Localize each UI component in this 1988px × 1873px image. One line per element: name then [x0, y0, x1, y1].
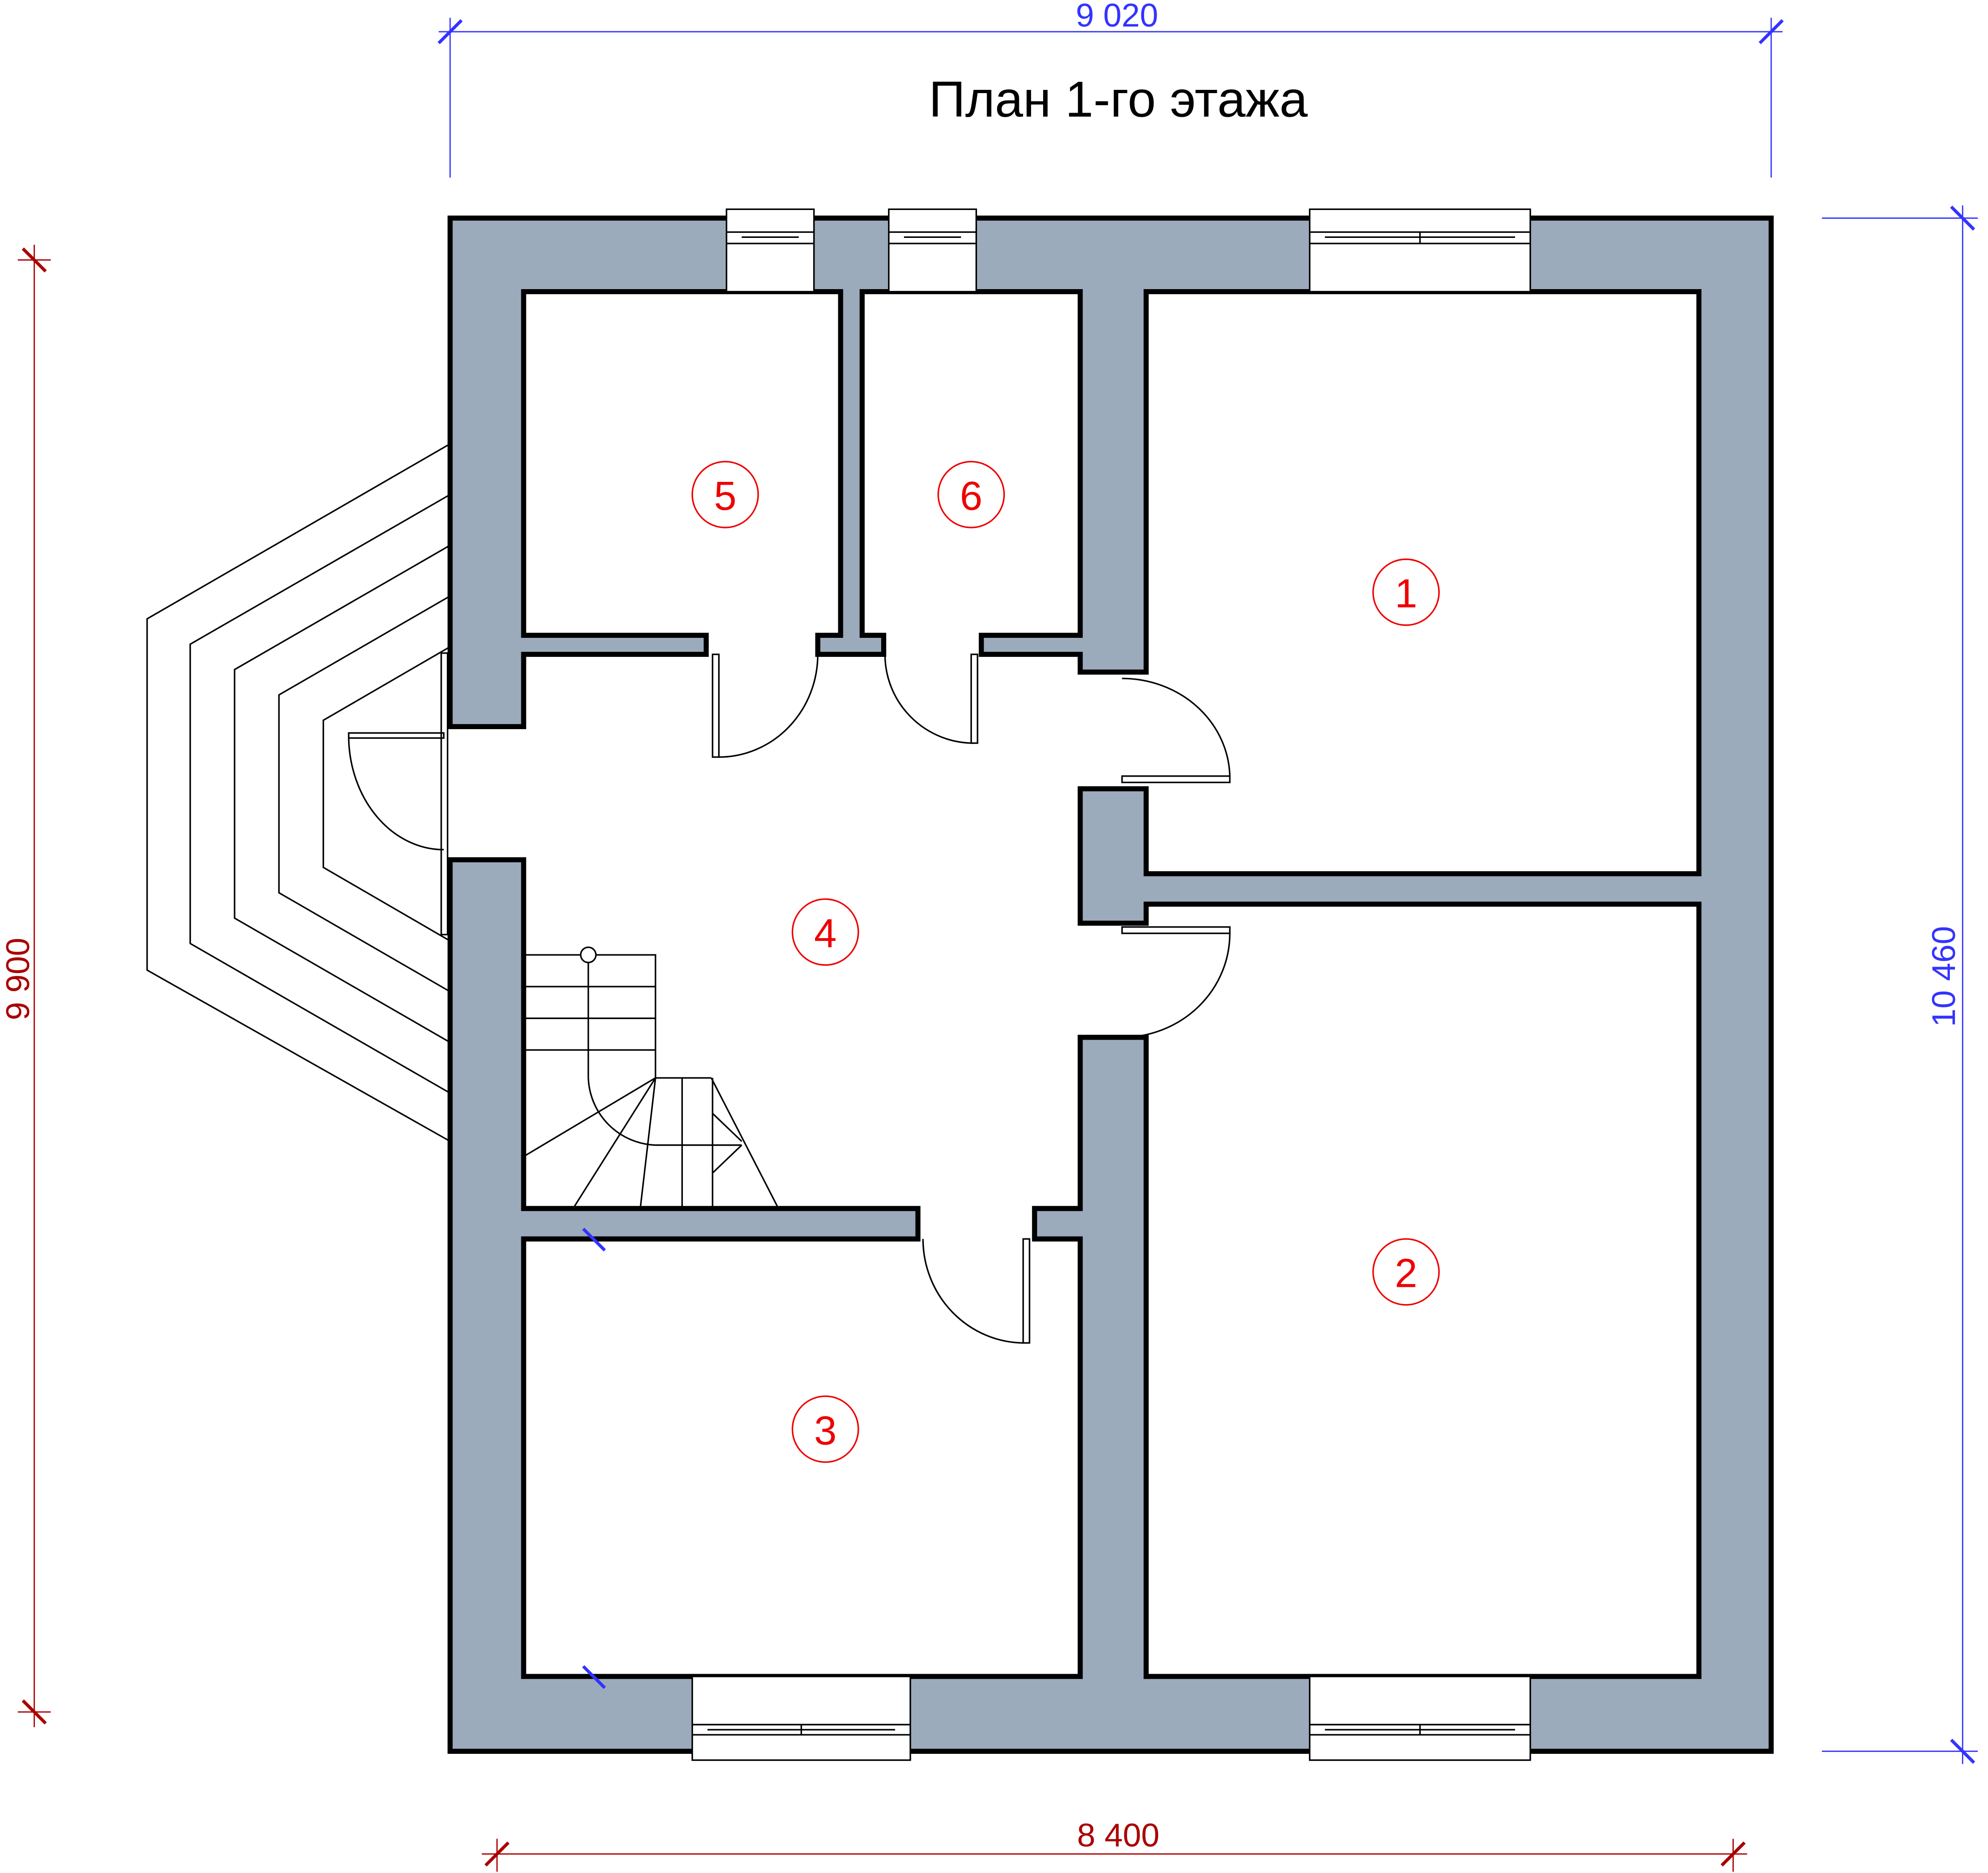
staircase — [523, 947, 779, 1209]
dimension-right: 10 460 — [1822, 205, 1978, 1764]
room-marker-3: 3 — [791, 1395, 859, 1463]
door-room-6 — [884, 653, 978, 744]
window-top-3 — [1309, 208, 1531, 293]
dimension-label: 8 400 — [1077, 1817, 1159, 1854]
window-top-1 — [726, 208, 815, 293]
door-room-2 — [1121, 926, 1231, 1038]
windows — [691, 208, 1531, 1761]
door-room-5 — [712, 653, 819, 758]
room-marker-4: 4 — [791, 898, 859, 966]
room-number: 3 — [814, 1408, 836, 1453]
window-bottom-1 — [691, 1676, 911, 1761]
dimension-bottom: 8 400 — [482, 1817, 1747, 1872]
room-number: 2 — [1395, 1251, 1417, 1296]
dimension-left: 9 900 — [0, 244, 51, 1727]
door-entrance — [348, 652, 449, 936]
room-marker-6: 6 — [937, 460, 1005, 528]
wall-outline — [447, 216, 1774, 1754]
room-number: 6 — [960, 473, 982, 519]
plan-title: План 1-го этажа — [929, 71, 1308, 128]
window-top-2 — [888, 208, 977, 293]
room-number: 4 — [814, 911, 836, 956]
room-marker-1: 1 — [1372, 558, 1440, 626]
axis-mark — [582, 1665, 606, 1689]
dimension-top: 9 020 — [438, 0, 1784, 178]
room-floors — [447, 291, 1699, 1677]
room-marker-2: 2 — [1372, 1238, 1440, 1306]
room-number: 5 — [714, 473, 736, 519]
door-room-1 — [1121, 677, 1231, 784]
room-marker-5: 5 — [691, 460, 759, 528]
porch-steps — [146, 443, 451, 1142]
doors — [348, 652, 1231, 1344]
window-bottom-2 — [1309, 1676, 1531, 1761]
dimension-label: 9 020 — [1076, 0, 1158, 34]
door-room-3 — [922, 1238, 1031, 1344]
dimension-label: 9 900 — [0, 938, 37, 1020]
axis-mark — [582, 1227, 606, 1252]
dimension-label: 10 460 — [1926, 926, 1962, 1027]
room-number: 1 — [1395, 571, 1417, 616]
